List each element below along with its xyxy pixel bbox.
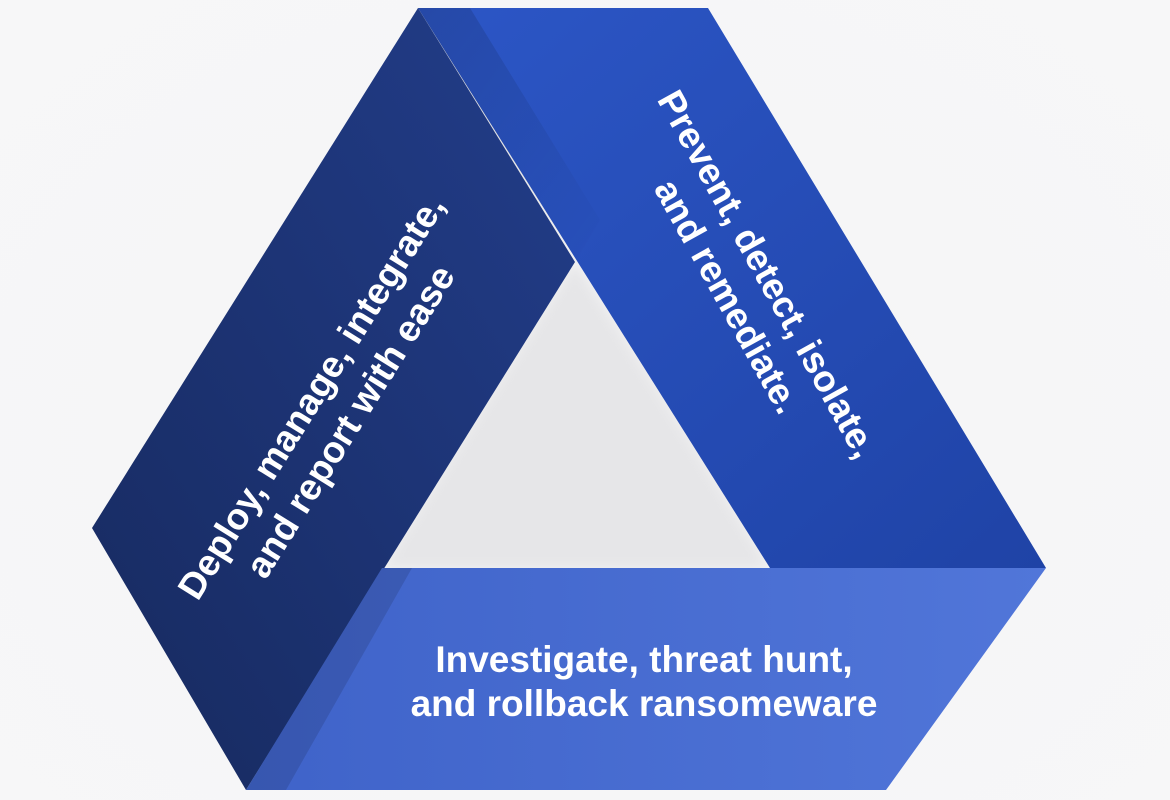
bottom-band-line-1: Investigate, threat hunt, <box>435 639 852 680</box>
inner-hole-shadow <box>382 262 770 568</box>
bottom-band-overlap-shadow <box>246 568 412 790</box>
left-band <box>92 8 575 790</box>
bottom-band-text: Investigate, threat hunt, and rollback r… <box>411 639 878 724</box>
bottom-band-line-2: and rollback ransomeware <box>411 683 878 724</box>
right-band <box>418 8 1046 568</box>
bottom-band <box>246 568 1046 790</box>
left-band-overlap-shadow <box>418 8 600 262</box>
